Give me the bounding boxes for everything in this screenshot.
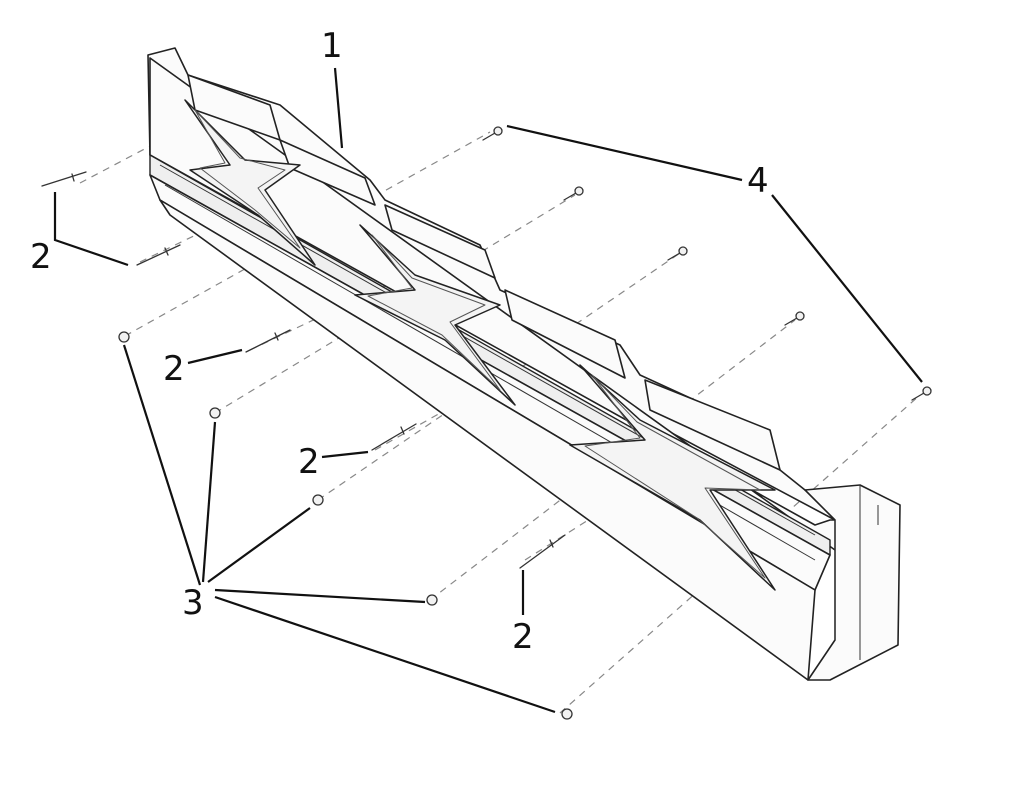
callout-2-mid: 2	[163, 349, 185, 389]
screws	[482, 126, 932, 401]
leader-3a	[122, 344, 202, 586]
nut-4	[426, 594, 438, 606]
callout-4: 4	[747, 161, 769, 201]
star-cutout-3	[569, 364, 776, 591]
screw-1	[482, 126, 503, 141]
nut-5	[561, 708, 573, 720]
screw-2	[563, 186, 584, 201]
callout-2-bottom: 2	[512, 617, 534, 657]
rivets	[41, 171, 566, 569]
leader-2b	[187, 348, 243, 365]
nut-3	[312, 494, 324, 506]
screw-3	[667, 246, 688, 261]
leader-4b	[771, 194, 923, 383]
leader-3d	[214, 588, 426, 604]
leader-lines	[53, 67, 923, 714]
callout-3: 3	[182, 583, 204, 623]
leader-3b	[201, 421, 217, 583]
rivet-2	[136, 244, 181, 266]
leader-3e	[214, 595, 556, 714]
nuts	[118, 331, 573, 720]
leader-2a	[53, 192, 129, 267]
callout-1: 1	[321, 26, 343, 66]
nut-2	[209, 407, 221, 419]
leader-4a	[506, 124, 743, 182]
callout-2-left: 2	[30, 237, 52, 277]
leader-1	[333, 67, 344, 149]
nut-1	[118, 331, 130, 343]
callouts: 1 2 2 2 2 3 4	[30, 26, 769, 657]
rivet-4	[371, 423, 417, 451]
rivet-1	[41, 171, 87, 187]
leader-3c	[207, 507, 311, 583]
screw-4	[784, 311, 805, 326]
rivet-3	[245, 329, 291, 353]
callout-2-center: 2	[298, 442, 320, 482]
leader-2c	[321, 450, 369, 459]
star-cutout-2	[354, 224, 516, 406]
star-cutouts	[184, 99, 776, 591]
rivet-5	[519, 534, 566, 569]
screw-5	[911, 386, 932, 401]
